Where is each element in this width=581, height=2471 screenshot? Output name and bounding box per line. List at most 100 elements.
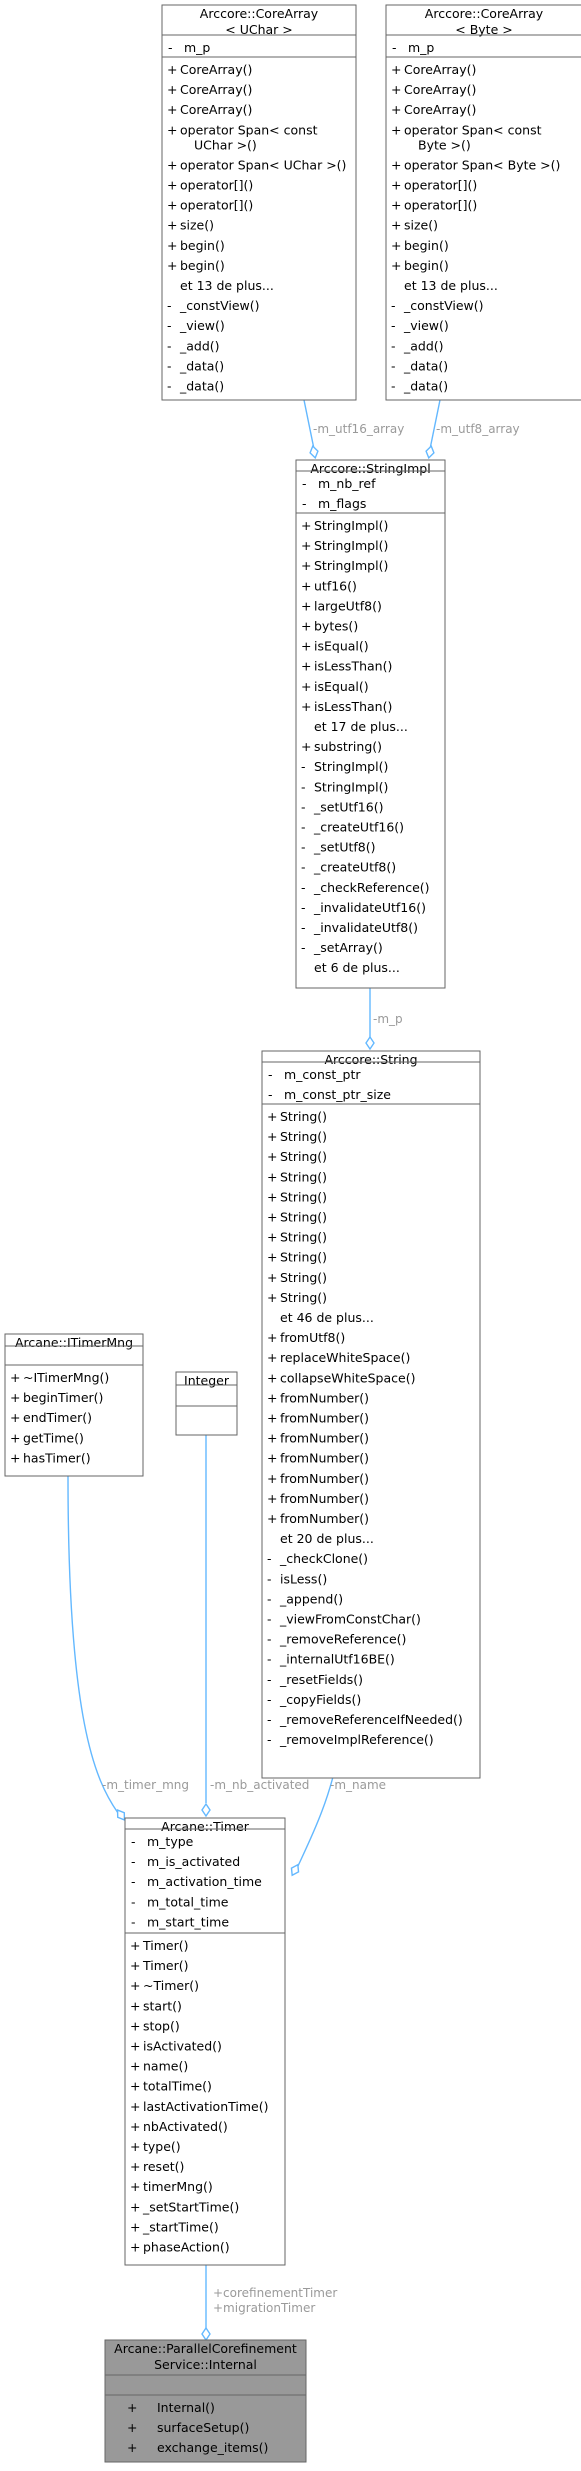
method-visibility: +	[167, 157, 177, 172]
method-visibility: +	[267, 1390, 277, 1405]
method-name: isEqual()	[314, 679, 369, 694]
method-name: _createUtf8()	[313, 860, 396, 875]
class-title: < Byte >	[455, 22, 512, 37]
more-methods-note: et 13 de plus...	[404, 278, 498, 293]
method-visibility: +	[267, 1230, 277, 1245]
method-name: _constView()	[403, 298, 484, 313]
method-name: String()	[280, 1189, 327, 1204]
edge-utf8-array	[429, 399, 441, 450]
method-name: surfaceSetup()	[157, 2420, 249, 2435]
method-visibility: +	[130, 2199, 140, 2214]
class-box	[124, 1817, 286, 2266]
method-visibility: -	[391, 338, 396, 353]
method-name: _removeReferenceIfNeeded()	[279, 1712, 463, 1727]
method-visibility: +	[391, 218, 401, 233]
method-name: CoreArray()	[404, 82, 476, 97]
more-methods-note: et 20 de plus...	[280, 1531, 374, 1546]
method-visibility: +	[267, 1431, 277, 1446]
attribute-name: m_start_time	[147, 1914, 229, 1929]
method-name: _view()	[179, 318, 225, 333]
method-visibility: +	[130, 1978, 140, 1993]
method-visibility: -	[167, 298, 172, 313]
method-visibility: +	[267, 1109, 277, 1124]
method-visibility: +	[10, 1430, 20, 1445]
more-methods-note: et 17 de plus...	[314, 719, 408, 734]
class-box	[161, 4, 357, 401]
class-integer[interactable]: Integer	[175, 1371, 238, 1436]
method-name: StringImpl()	[314, 538, 388, 553]
class-timer[interactable]: Arcane::Timer-m_type-m_is_activated-m_ac…	[124, 1817, 286, 2266]
method-name: CoreArray()	[180, 82, 252, 97]
method-visibility: -	[301, 820, 306, 835]
method-name: _viewFromConstChar()	[279, 1612, 421, 1627]
edge-label-utf8-array: -m_utf8_array	[436, 422, 520, 436]
method-visibility: +	[391, 82, 401, 97]
method-name: largeUtf8()	[314, 598, 382, 613]
attribute-name: m_total_time	[147, 1894, 229, 1909]
method-name: _add()	[403, 338, 444, 353]
method-name: lastActivationTime()	[143, 2099, 268, 2114]
aggregation-diamond	[365, 1035, 375, 1051]
class-string[interactable]: Arccore::String-m_const_ptr-m_const_ptr_…	[261, 1050, 481, 1779]
method-name: operator Span< Byte >()	[404, 157, 560, 172]
edge-label-timers: +corefinementTimer+migrationTimer	[213, 2286, 337, 2315]
class-stringimpl[interactable]: Arccore::StringImpl-m_nb_ref-m_flags+Str…	[295, 459, 446, 989]
attribute-visibility: -	[131, 1914, 136, 1929]
method-visibility: +	[130, 2018, 140, 2033]
class-corearray-byte[interactable]: Arccore::CoreArray< Byte >-m_p+CoreArray…	[385, 4, 581, 401]
attribute-name: m_p	[408, 40, 434, 55]
attribute-name: m_const_ptr_size	[284, 1087, 391, 1102]
method-visibility: -	[267, 1692, 272, 1707]
method-visibility: +	[267, 1270, 277, 1285]
class-internal[interactable]: Arcane::ParallelCorefinementService::Int…	[104, 2339, 307, 2463]
method-visibility: -	[301, 940, 306, 955]
method-name: timerMng()	[143, 2179, 213, 2194]
method-name: begin()	[404, 258, 449, 273]
method-visibility: +	[391, 157, 401, 172]
method-visibility: +	[130, 2240, 140, 2255]
method-visibility: -	[391, 298, 396, 313]
method-name: utf16()	[314, 578, 357, 593]
method-name: collapseWhiteSpace()	[280, 1370, 415, 1385]
class-title: Arcane::ITimerMng	[15, 1335, 133, 1350]
edge-label-m-p: -m_p	[373, 1012, 403, 1026]
class-title: Arcane::ParallelCorefinement	[114, 2341, 297, 2356]
method-name: fromNumber()	[280, 1451, 369, 1466]
method-name: stop()	[143, 2018, 180, 2033]
method-name: isLessThan()	[314, 699, 392, 714]
method-visibility: -	[167, 318, 172, 333]
method-name: String()	[280, 1149, 327, 1164]
method-name: String()	[280, 1169, 327, 1184]
attribute-visibility: -	[168, 40, 173, 55]
method-visibility: -	[301, 900, 306, 915]
method-visibility: +	[267, 1330, 277, 1345]
method-visibility: +	[167, 198, 177, 213]
class-title: Arccore::String	[324, 1052, 417, 1067]
method-name: nbActivated()	[143, 2119, 228, 2134]
method-visibility: +	[267, 1411, 277, 1426]
method-visibility: +	[301, 578, 311, 593]
method-visibility: -	[301, 880, 306, 895]
attribute-visibility: -	[268, 1087, 273, 1102]
method-visibility: +	[10, 1390, 20, 1405]
more-methods-note: et 46 de plus...	[280, 1310, 374, 1325]
attribute-name: m_flags	[318, 496, 366, 511]
method-name: _copyFields()	[279, 1692, 361, 1707]
method-visibility: +	[167, 102, 177, 117]
class-corearray-uchar[interactable]: Arccore::CoreArray< UChar >-m_p+CoreArra…	[161, 4, 357, 401]
attribute-visibility: -	[268, 1067, 273, 1082]
aggregation-diamond	[201, 1802, 211, 1818]
method-name: isLess()	[280, 1571, 327, 1586]
method-visibility: +	[267, 1250, 277, 1265]
class-title: Arccore::CoreArray	[200, 6, 319, 21]
method-visibility: -	[267, 1652, 272, 1667]
method-visibility: +	[130, 2039, 140, 2054]
method-visibility: +	[167, 178, 177, 193]
attribute-visibility: -	[131, 1874, 136, 1889]
method-visibility: -	[267, 1612, 272, 1627]
class-title: Arcane::Timer	[161, 1819, 250, 1834]
method-visibility: -	[301, 840, 306, 855]
method-visibility: +	[167, 82, 177, 97]
class-itimermng[interactable]: Arcane::ITimerMng+~ITimerMng()+beginTime…	[4, 1333, 144, 1477]
method-visibility: +	[301, 538, 311, 553]
